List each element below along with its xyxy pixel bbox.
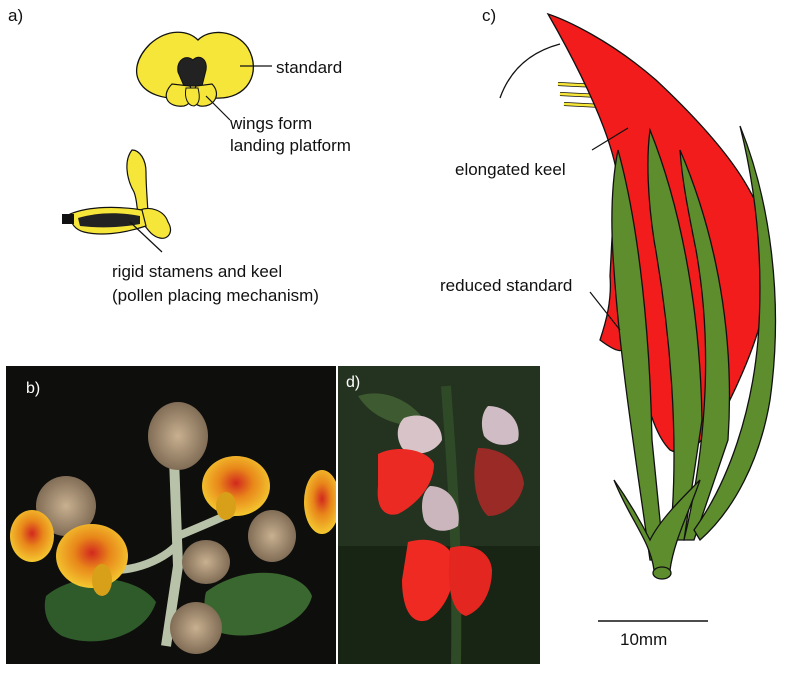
panel-label-b: b) (26, 380, 41, 397)
label-wings-line1: wings form (230, 114, 313, 133)
bud-bottom (170, 602, 222, 654)
leaf-left (44, 578, 156, 642)
side-pedicel (62, 214, 74, 224)
photo-b (6, 366, 336, 664)
label-stamens-line1: rigid stamens and keel (112, 262, 283, 281)
calyx-d-3 (422, 486, 459, 531)
side-wing (139, 207, 172, 239)
label-standard: standard (276, 58, 343, 77)
flower-centre (56, 524, 128, 588)
flower-d-3 (402, 539, 455, 622)
calyx-lobe-3 (679, 149, 731, 541)
photo-d (338, 366, 540, 664)
keel-front (185, 87, 200, 107)
label-reduced-standard: reduced standard (440, 276, 573, 295)
flower-d-4 (448, 546, 492, 616)
label-elongated-keel: elongated keel (455, 160, 566, 179)
photo-d-drawing (338, 366, 540, 664)
flower-keel-2 (216, 492, 236, 520)
side-stamens (78, 213, 140, 228)
red-flower-drawing (499, 12, 777, 580)
front-flower-drawing (136, 31, 254, 107)
style-curve (499, 43, 561, 99)
bud-top (148, 402, 208, 470)
calyx-base (613, 479, 701, 579)
calyx-d-2 (481, 406, 519, 445)
calyx-d-1 (397, 415, 442, 454)
flower-d-2 (474, 448, 524, 516)
flower-keel-1 (92, 564, 112, 596)
stem-main (161, 457, 184, 647)
label-scale-bar: 10mm (620, 630, 668, 649)
calyx-lobe-2 (647, 127, 703, 541)
side-flower-drawing (62, 149, 172, 239)
bud-mid (182, 540, 230, 584)
flower-right (202, 456, 270, 516)
pedicel-end (652, 566, 672, 580)
flower-left-edge (10, 510, 54, 562)
photo-b-drawing (10, 402, 336, 654)
flower-d-1 (377, 449, 434, 515)
flower-far-right (304, 470, 336, 534)
label-stamens-line2: (pollen placing mechanism) (112, 286, 319, 305)
label-wings-line2: landing platform (230, 136, 351, 155)
standard-blotch (177, 56, 207, 87)
leaf-right (204, 572, 312, 636)
calyx-lobe-4 (693, 125, 777, 542)
panel-label-c: c) (482, 6, 497, 25)
panel-label-a: a) (8, 6, 24, 25)
bud-right (248, 510, 296, 562)
panel-label-d: d) (346, 374, 361, 391)
stem-d (441, 385, 462, 664)
calyx-lobe-1 (611, 149, 665, 561)
bud-left (36, 476, 96, 536)
